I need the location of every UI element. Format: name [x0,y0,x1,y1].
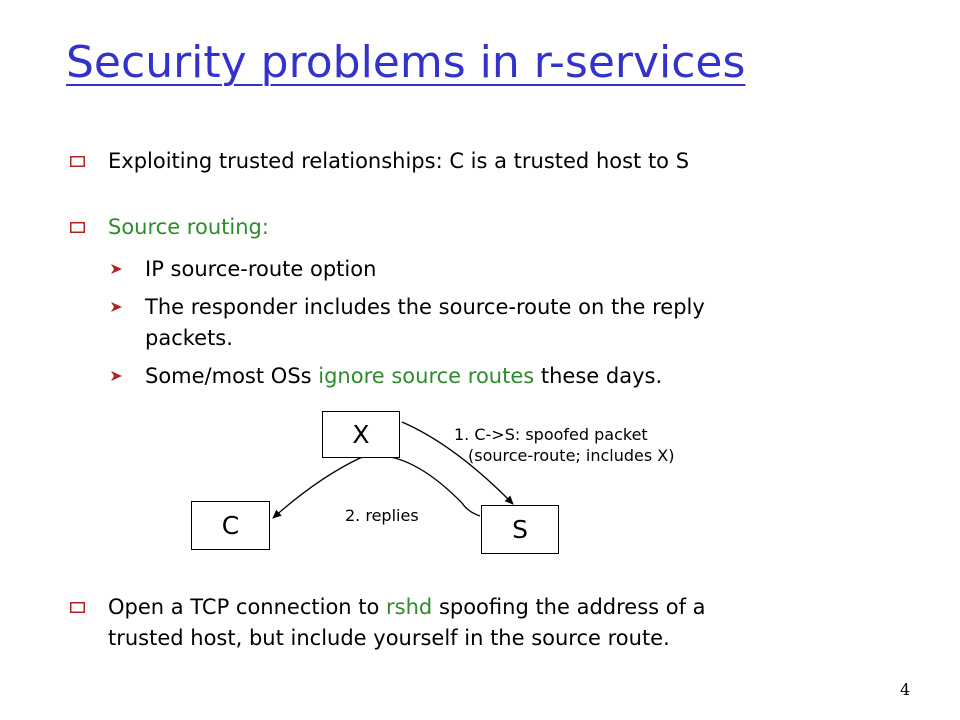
bullet-text: Exploiting trusted relationships: C is a… [108,149,690,173]
sub-bullet-line-1: The responder includes the source-route … [145,295,705,319]
bullet-source-routing: Source routing: [70,212,930,243]
checkbox-bullet-icon [70,222,85,233]
sub-bullet-suffix: these days. [534,364,663,388]
bullet-suffix: spoofing the address of a [432,595,706,619]
arrow-bullet-icon [111,302,122,312]
node-c: C [191,501,270,550]
sub-bullet-ip-option: IP source-route option [110,254,930,285]
checkbox-bullet-icon [70,156,85,167]
arrow-x-to-s [401,421,514,505]
edge-label-spoofed-packet: 1. C->S: spoofed packet (source-route; i… [454,424,675,466]
arrow-bullet-icon [111,264,122,274]
node-x: X [322,411,400,458]
node-s: S [481,505,559,554]
bullet-text: Open a TCP connection to rshd spoofing t… [108,592,706,654]
bullet-prefix: Open a TCP connection to [108,595,387,619]
highlight-rshd: rshd [386,595,433,619]
sub-bullet-text: The responder includes the source-route … [145,292,705,354]
sub-bullet-text: Some/most OSs ignore source routes these… [145,361,662,392]
bullet-trusted-relationships: Exploiting trusted relationships: C is a… [70,146,930,177]
sub-bullet-prefix: Some/most OSs [145,364,319,388]
sub-bullet-ignore-routes: Some/most OSs ignore source routes these… [110,361,930,392]
sub-bullet-line-2: packets. [145,326,233,350]
highlight-ignore-source-routes: ignore source routes [318,364,535,388]
edge-label-line-1: 1. C->S: spoofed packet [454,425,648,444]
bullet-open-tcp: Open a TCP connection to rshd spoofing t… [70,592,930,654]
arrow-bullet-icon [111,371,122,381]
arrow-s-to-c-via-x [272,454,481,519]
bullet-line-2: trusted host, but include yourself in th… [108,626,670,650]
edge-label-line-2: (source-route; includes X) [468,446,675,465]
sub-bullet-responder: The responder includes the source-route … [110,292,930,354]
slide-title: Security problems in r-services [66,37,746,88]
checkbox-bullet-icon [70,602,85,613]
edge-label-replies: 2. replies [345,506,419,525]
bullet-text: Source routing: [108,215,269,239]
sub-bullet-text: IP source-route option [145,257,377,281]
page-number: 4 [900,680,911,699]
